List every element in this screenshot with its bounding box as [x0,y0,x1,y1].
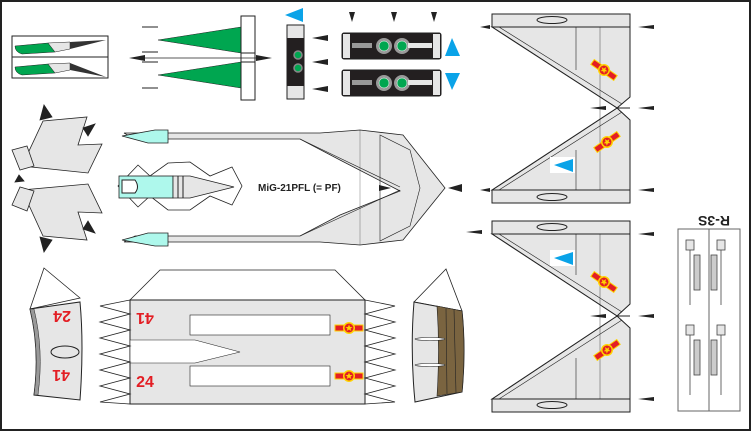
nose-section[interactable] [117,161,243,211]
model-title: MiG-21PFL (= PF) [258,183,341,194]
missile-label: R-3S [698,213,730,229]
fold-marker-icon [448,184,462,192]
main-fuselage[interactable] [121,129,462,247]
missiles-r3s[interactable]: R-3S [677,213,741,412]
belly-number-upper: 41 [136,309,154,326]
blue-marker-icon [445,38,460,56]
cockpit-panel-lower[interactable] [341,69,460,97]
belly-number-lower: 24 [136,374,154,391]
cockpit-panel-vertical[interactable] [285,8,328,100]
stabilizers[interactable] [11,104,103,253]
tail-fins-green[interactable] [129,15,272,101]
blue-marker-icon [554,159,573,172]
roundel-icon [593,338,621,362]
fold-marker-icon [129,55,145,61]
intake-cone-halves[interactable] [11,35,109,79]
fold-marker-icon [256,55,272,61]
fold-marker-icon [379,185,391,191]
exhaust-ring[interactable] [411,268,465,403]
roundel-icon [590,58,618,82]
nose-number-lower: 41 [52,366,70,383]
roundel-icon [590,270,618,294]
roundel-icon [334,322,364,334]
nose-ring[interactable]: 24 41 [29,267,83,401]
nose-number-upper: 24 [53,307,71,324]
blue-marker-icon [285,8,303,22]
blue-marker-icon [554,252,573,265]
roundel-icon [593,130,621,154]
roundel-icon [334,370,364,382]
lower-wing-panel[interactable] [466,220,654,413]
fuselage-belly[interactable]: 41 24 [98,269,397,405]
upper-wing-panel[interactable] [480,13,654,204]
blue-marker-icon [445,73,460,90]
cockpit-panel-upper[interactable] [341,12,460,60]
